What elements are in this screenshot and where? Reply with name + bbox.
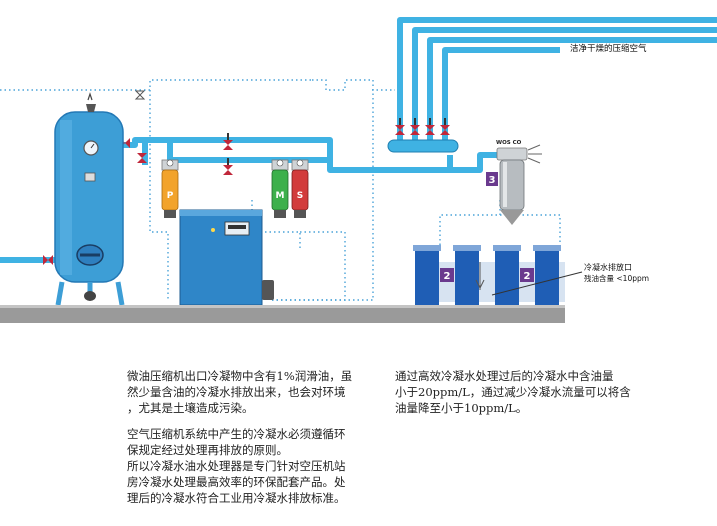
filter-s-label: S: [297, 191, 303, 201]
paragraph-2: 空气压缩机系统中产生的冷凝水必须遵循环 保规定经过处理再排放的原则。: [127, 426, 377, 458]
wos-code-label: WOS CO: [496, 140, 522, 146]
residual-oil-label: 残油含量 <10ppm: [584, 274, 650, 283]
text-line: 小于20ppm/L，通过减少冷凝水流量可以将含: [395, 385, 631, 399]
filter-m-label: M: [276, 191, 285, 201]
text-line: 房冷凝水处理最高效率的环保配套产品。处: [127, 475, 346, 489]
text-right: 通过高效冷凝水处理过后的冷凝水中含油量 小于20ppm/L，通过减少冷凝水流量可…: [395, 368, 645, 422]
text-line: 然少量含油的冷凝水排放出来，也会对环境: [127, 385, 346, 399]
filter-s: S: [291, 159, 309, 218]
stage-2-badge-right: 2: [524, 271, 531, 282]
condensate-drain-label: 冷凝水排放口: [584, 263, 632, 272]
text-line: 理后的冷凝水符合工业用冷凝水排放标准。: [127, 491, 346, 505]
air-receiver-tank: [54, 92, 125, 306]
condensate-dotted-lines: [0, 79, 561, 301]
clean-dry-air-label: 洁净干燥的压缩空气: [570, 44, 647, 54]
text-line: 通过高效冷凝水处理过后的冷凝水中含油量: [395, 369, 614, 383]
wos-filter: 3 WOS CO: [486, 140, 542, 225]
text-line: 保规定经过处理再排放的原则。: [127, 443, 288, 457]
filter-p: P: [161, 159, 179, 218]
air-dryer-cabinet: [179, 209, 274, 306]
paragraph-right: 通过高效冷凝水处理过后的冷凝水中含油量 小于20ppm/L，通过减少冷凝水流量可…: [395, 368, 645, 416]
air-pipes: [0, 17, 717, 263]
stage-2-badge-left: 2: [444, 271, 451, 282]
filter-p-label: P: [167, 191, 174, 201]
paragraph-1: 微油压缩机出口冷凝物中含有1%润滑油，虽 然少量含油的冷凝水排放出来，也会对环境…: [127, 368, 377, 416]
text-line: 所以冷凝水油水处理器是专门针对空压机站: [127, 459, 346, 473]
text-left: 微油压缩机出口冷凝物中含有1%润滑油，虽 然少量含油的冷凝水排放出来，也会对环境…: [127, 368, 377, 512]
text-line: 微油压缩机出口冷凝物中含有1%润滑油，虽: [127, 369, 353, 383]
distribution-manifold: [387, 139, 459, 153]
text-line: 油量降至小于10ppm/L。: [395, 401, 528, 415]
paragraph-3: 所以冷凝水油水处理器是专门针对空压机站 房冷凝水处理最高效率的环保配套产品。处 …: [127, 458, 377, 506]
floor: [0, 305, 565, 323]
stage-3-badge: 3: [489, 175, 496, 186]
filter-m: M: [271, 159, 289, 218]
text-line: 空气压缩机系统中产生的冷凝水必须遵循环: [127, 427, 346, 441]
compressed-air-system-diagram: P M S 3 WOS CO: [0, 17, 717, 323]
text-line: ，尤其是土壤造成污染。: [127, 401, 254, 415]
oil-water-separator: 2 2: [413, 245, 583, 305]
manifold-valves: [395, 118, 450, 135]
